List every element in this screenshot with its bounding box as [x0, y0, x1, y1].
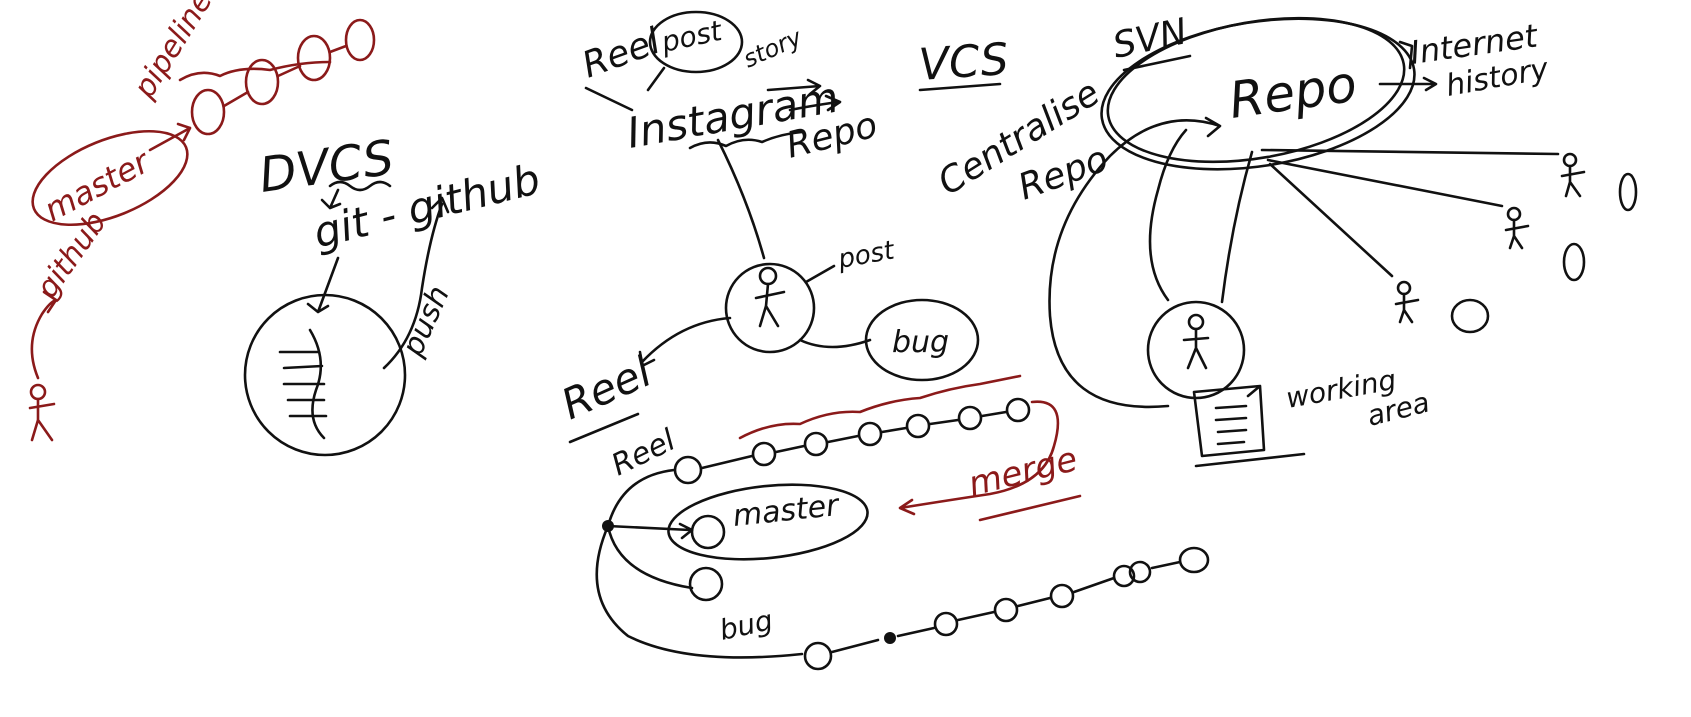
story-label: story: [739, 23, 807, 74]
instagram-sketch: Reel post story Instagram Repo post bug …: [554, 10, 980, 444]
vcs-label: VCS: [917, 34, 1010, 91]
git-to-local-arrow: [306, 256, 340, 314]
local-user-figure: [1182, 313, 1210, 370]
local-repo-lines: [278, 328, 328, 440]
dvcs-squiggle: [328, 180, 392, 192]
user-to-repo-inner-line: [1148, 128, 1188, 302]
pipelines-label: pipelines: [127, 0, 229, 105]
github-label: github: [30, 206, 114, 305]
post-bubble-tail: [646, 66, 666, 92]
user-figure-red: [28, 383, 56, 442]
dvcs-sketch: pipelines master github DVCS git - githu…: [28, 0, 545, 457]
instagram-to-user-line: [716, 138, 766, 260]
history-arrow: [1378, 76, 1438, 92]
reel-branch-label: Reel: [606, 422, 681, 483]
master-commit-node: [690, 514, 726, 550]
reel-label-big: Reel: [554, 347, 659, 430]
origin-to-bug-chain-line: [595, 524, 804, 659]
merge-arrow: [898, 400, 1060, 516]
working-area-underline: [1194, 452, 1306, 468]
origin-to-bug-line: [606, 524, 694, 590]
working-area-doc-lines: [1214, 404, 1248, 446]
branching-sketch: Reel merge master bug: [595, 374, 1210, 671]
push-label: push: [395, 281, 457, 363]
instagram-squiggle: [688, 130, 804, 150]
post-bubble: [648, 10, 744, 74]
user-figure-mid: [754, 266, 786, 328]
vcs-sketch: VCS SVN Centralise Repo Repo Internet hi…: [917, 11, 1638, 468]
internet-bracket: [1398, 40, 1414, 70]
vcs-underline: [918, 82, 1002, 92]
user-to-reel-arrow: [638, 316, 732, 368]
central-repo-bubble-outline: [1100, 17, 1416, 171]
bug-label-mid: bug: [892, 325, 949, 360]
post-label-top: post: [658, 14, 726, 59]
master-loop: [31, 129, 189, 227]
user-to-post-arrow: [804, 264, 836, 284]
user-to-bug-arrow: [798, 338, 872, 349]
push-arrow: [382, 196, 450, 370]
master-branch-label: master: [731, 488, 842, 534]
merge-underline: [978, 494, 1082, 522]
user-to-github-arrow: [30, 290, 58, 380]
user-to-repo-outer-arrow: [1048, 116, 1222, 409]
reel-branch-chain: [673, 397, 1031, 485]
reel-branch-red-squiggle: [738, 374, 1022, 440]
remote-client-3: [1394, 280, 1490, 334]
bug-branch-label: bug: [717, 603, 776, 646]
repo-arrow: [766, 78, 822, 96]
remote-client-1: [1560, 152, 1638, 212]
client-connection-lines: [1260, 148, 1560, 278]
origin-to-master-line: [606, 522, 694, 540]
local-repo-circle: [243, 293, 407, 457]
pipeline-commit-chain: [190, 18, 376, 136]
master-to-pipeline-arrow: [148, 122, 192, 152]
pipeline-underline: [178, 60, 332, 82]
merge-label: merge: [965, 439, 1082, 505]
post-label-small: post: [835, 235, 897, 275]
reel-underline: [568, 412, 640, 444]
origin-to-reel-line: [606, 468, 676, 528]
user-to-repo-line: [1220, 150, 1254, 304]
instagram-underline: [788, 94, 842, 112]
dvcs-to-git-arrow: [320, 188, 342, 210]
bug-commit-node: [688, 566, 724, 602]
reel-to-instagram-line: [584, 86, 634, 112]
user-node-circle: [724, 262, 816, 354]
master-bubble: [667, 483, 869, 561]
working-area-doc: [1192, 384, 1266, 458]
bug-branch-chain: [803, 546, 1210, 671]
remote-client-2: [1504, 206, 1586, 282]
central-repo-label: Repo: [1226, 55, 1361, 130]
